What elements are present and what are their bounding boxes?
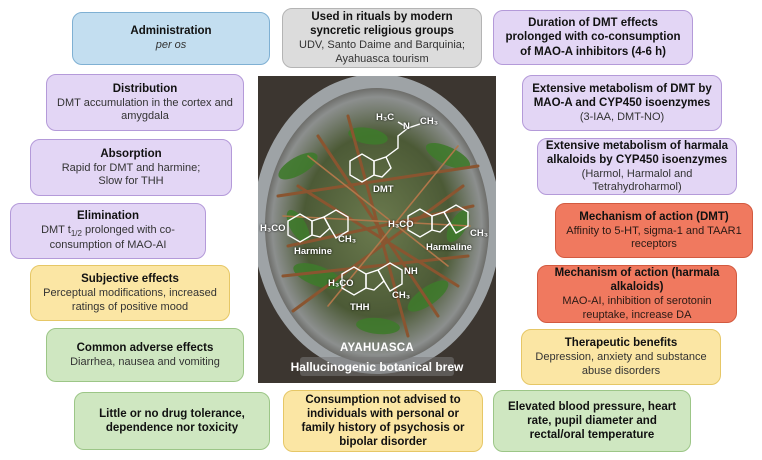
cardiovascular-box: Elevated blood pressure, heart rate, pup… — [493, 390, 691, 452]
mol-h3co-harmine-label: H₃CO — [260, 223, 286, 234]
administration-body: per os — [155, 39, 187, 52]
subjective-effects-box: Subjective effects Perceptual modificati… — [30, 265, 230, 321]
mol-h3c-label: H₃C — [376, 112, 395, 123]
subjective-body: Perceptual modifications, increased rati… — [43, 287, 217, 313]
metabolism-harmala-body: (Harmol, Harmalol and Tetrahydroharmol) — [581, 167, 693, 194]
center-subtitle: Hallucinogenic botanical brew — [290, 360, 464, 374]
moa-dmt-box: Mechanism of action (DMT) Affinity to 5-… — [555, 203, 753, 258]
brew-pot-illustration — [258, 76, 496, 383]
distribution-box: Distribution DMT accumulation in the cor… — [46, 74, 244, 131]
elimination-body: DMT t1/2 prolonged with co-consumption o… — [41, 224, 175, 252]
mol-h3co-thh-label: H₃CO — [328, 278, 354, 289]
therapeutic-title: Therapeutic benefits — [564, 337, 678, 350]
elimination-box: Elimination DMT t1/2 prolonged with co-c… — [10, 203, 206, 259]
cardiovascular-title: Elevated blood pressure, heart rate, pup… — [507, 400, 677, 441]
distribution-title: Distribution — [112, 82, 178, 95]
absorption-body-1: Rapid for DMT and harmine; — [61, 161, 201, 174]
metabolism-harmala-box: Extensive metabolism of harmala alkaloid… — [537, 138, 737, 195]
metabolism-harmala-title: Extensive metabolism of harmala alkaloid… — [545, 139, 729, 166]
metabolism-dmt-body: (3-IAA, DMT-NO) — [579, 110, 665, 123]
mol-h3co-harmaline-label: H₃CO — [388, 219, 414, 230]
tolerance-title: Little or no drug tolerance, dependence … — [99, 407, 245, 434]
mol-nh-thh-label: NH — [404, 266, 418, 277]
therapeutic-box: Therapeutic benefits Depression, anxiety… — [521, 329, 721, 385]
elimination-title: Elimination — [77, 210, 139, 223]
moa-dmt-body: Affinity to 5-HT, sigma-1 and TAAR1 rece… — [566, 224, 742, 250]
moa-harmala-title: Mechanism of action (harmala alkaloids) — [554, 267, 720, 294]
mol-dmt-label: DMT — [373, 184, 394, 195]
consumption-box: Consumption not advised to individuals w… — [283, 390, 483, 452]
mol-ch3-dmt-label: CH₃ — [420, 116, 439, 127]
adverse-effects-box: Common adverse effects Diarrhea, nausea … — [46, 328, 244, 382]
mol-harmaline-label: Harmaline — [426, 242, 472, 253]
duration-box: Duration of DMT effects prolonged with c… — [493, 10, 693, 65]
absorption-box: Absorption Rapid for DMT and harmine; Sl… — [30, 139, 232, 196]
mol-ch3-harmine-label: CH₃ — [338, 234, 357, 245]
metabolism-dmt-box: Extensive metabolism of DMT by MAO-A and… — [522, 75, 722, 131]
moa-harmala-body: MAO-AI, inhibition of serotonin reuptake… — [562, 295, 712, 321]
adverse-body: Diarrhea, nausea and vomiting — [70, 355, 220, 368]
mol-ch3-thh-label: CH₃ — [392, 290, 411, 301]
duration-title: Duration of DMT effects prolonged with c… — [505, 17, 681, 58]
absorption-body-2: Slow for THH — [98, 175, 164, 187]
mol-n-dmt-label: N — [403, 121, 410, 132]
moa-harmala-box: Mechanism of action (harmala alkaloids) … — [537, 265, 737, 323]
rituals-box: Used in rituals by modern syncretic reli… — [282, 8, 482, 68]
administration-title: Administration — [130, 25, 212, 38]
distribution-body: DMT accumulation in the cortex and amygd… — [57, 96, 233, 122]
consumption-title: Consumption not advised to individuals w… — [301, 393, 465, 449]
tolerance-box: Little or no drug tolerance, dependence … — [74, 392, 270, 450]
subjective-title: Subjective effects — [81, 273, 179, 286]
subtitle-backdrop — [300, 357, 454, 376]
mol-harmine-label: Harmine — [294, 246, 333, 257]
rituals-title: Used in rituals by modern syncretic reli… — [310, 11, 454, 38]
mol-thh-label: THH — [350, 302, 370, 313]
administration-box: Administration per os — [72, 12, 270, 65]
therapeutic-body: Depression, anxiety and substance abuse … — [535, 351, 707, 377]
mol-ch3-harmaline-label: CH₃ — [470, 228, 489, 239]
adverse-title: Common adverse effects — [76, 341, 214, 354]
center-title: AYAHUASCA — [339, 342, 415, 354]
metabolism-dmt-title: Extensive metabolism of DMT by MAO-A and… — [532, 82, 712, 109]
rituals-body: UDV, Santo Daime and Barquinia; Ayahuasc… — [299, 39, 465, 65]
absorption-title: Absorption — [100, 147, 162, 160]
moa-dmt-title: Mechanism of action (DMT) — [579, 210, 729, 223]
ayahuasca-photo: H₃C N CH₃ DMT H₃CO CH₃ Harmine H₃CO CH₃ … — [258, 76, 496, 383]
